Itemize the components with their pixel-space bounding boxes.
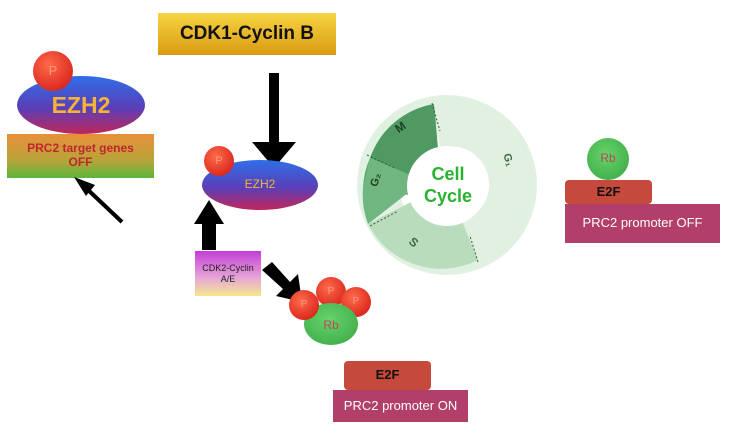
cdk2-cyclin-box xyxy=(195,251,261,296)
rb-right-label: Rb xyxy=(600,151,616,166)
promoter-on-box xyxy=(333,390,468,422)
prc2-target-box xyxy=(7,134,154,178)
phospho-center-label: P xyxy=(215,154,223,167)
rb-phospho-p3-label: P xyxy=(352,296,360,308)
rb-phospho-label: Rb xyxy=(323,318,339,333)
cdk2-to-rb-arrow xyxy=(262,262,302,302)
cdk1-cyclin-b-label: CDK1-Cyclin B xyxy=(179,23,315,45)
rb-phospho-p2-label: P xyxy=(327,286,335,298)
cdk2-cyclin-label: CDK2-Cyclin A/E xyxy=(202,263,254,284)
phospho-left-label: P xyxy=(48,62,58,78)
promoter-off-box xyxy=(565,204,720,243)
cycle-arc-s xyxy=(368,202,478,269)
phospho-left-circle xyxy=(33,51,73,91)
e2f-right-label: E2F xyxy=(596,183,621,199)
rb-phospho-p1-label: P xyxy=(300,299,308,311)
cell-cycle-ring xyxy=(357,95,537,275)
cell-cycle-title: Cell Cycle xyxy=(423,164,473,206)
ezh2-center-label: EZH2 xyxy=(244,177,276,192)
diagonal-arrow xyxy=(74,177,124,224)
e2f-bottom-label: E2F xyxy=(375,367,400,383)
cycle-arc-m xyxy=(370,104,438,175)
promoter-on-label: PRC2 promoter ON xyxy=(343,397,458,413)
rb-phospho-p2-circle xyxy=(316,277,346,307)
ezh2-center-ellipse xyxy=(202,160,318,210)
e2f-bottom-box xyxy=(344,361,431,390)
cycle-arc-g1 xyxy=(434,103,526,260)
prc2-target-label: PRC2 target genes OFF xyxy=(27,141,134,169)
cdk2-up-arrow xyxy=(194,200,224,250)
cdk1-down-arrow xyxy=(252,73,296,168)
phospho-center-circle xyxy=(204,146,234,176)
rb-phospho-p1-circle xyxy=(289,290,319,320)
ezh2-left-label: EZH2 xyxy=(51,91,111,118)
rb-phospho-body xyxy=(304,303,358,345)
rb-right-circle xyxy=(587,138,629,180)
e2f-right-box xyxy=(565,180,652,204)
cycle-arc-g2b xyxy=(362,158,410,224)
cdk1-cyclin-b-box xyxy=(158,13,336,55)
promoter-off-label: PRC2 promoter OFF xyxy=(582,215,703,231)
